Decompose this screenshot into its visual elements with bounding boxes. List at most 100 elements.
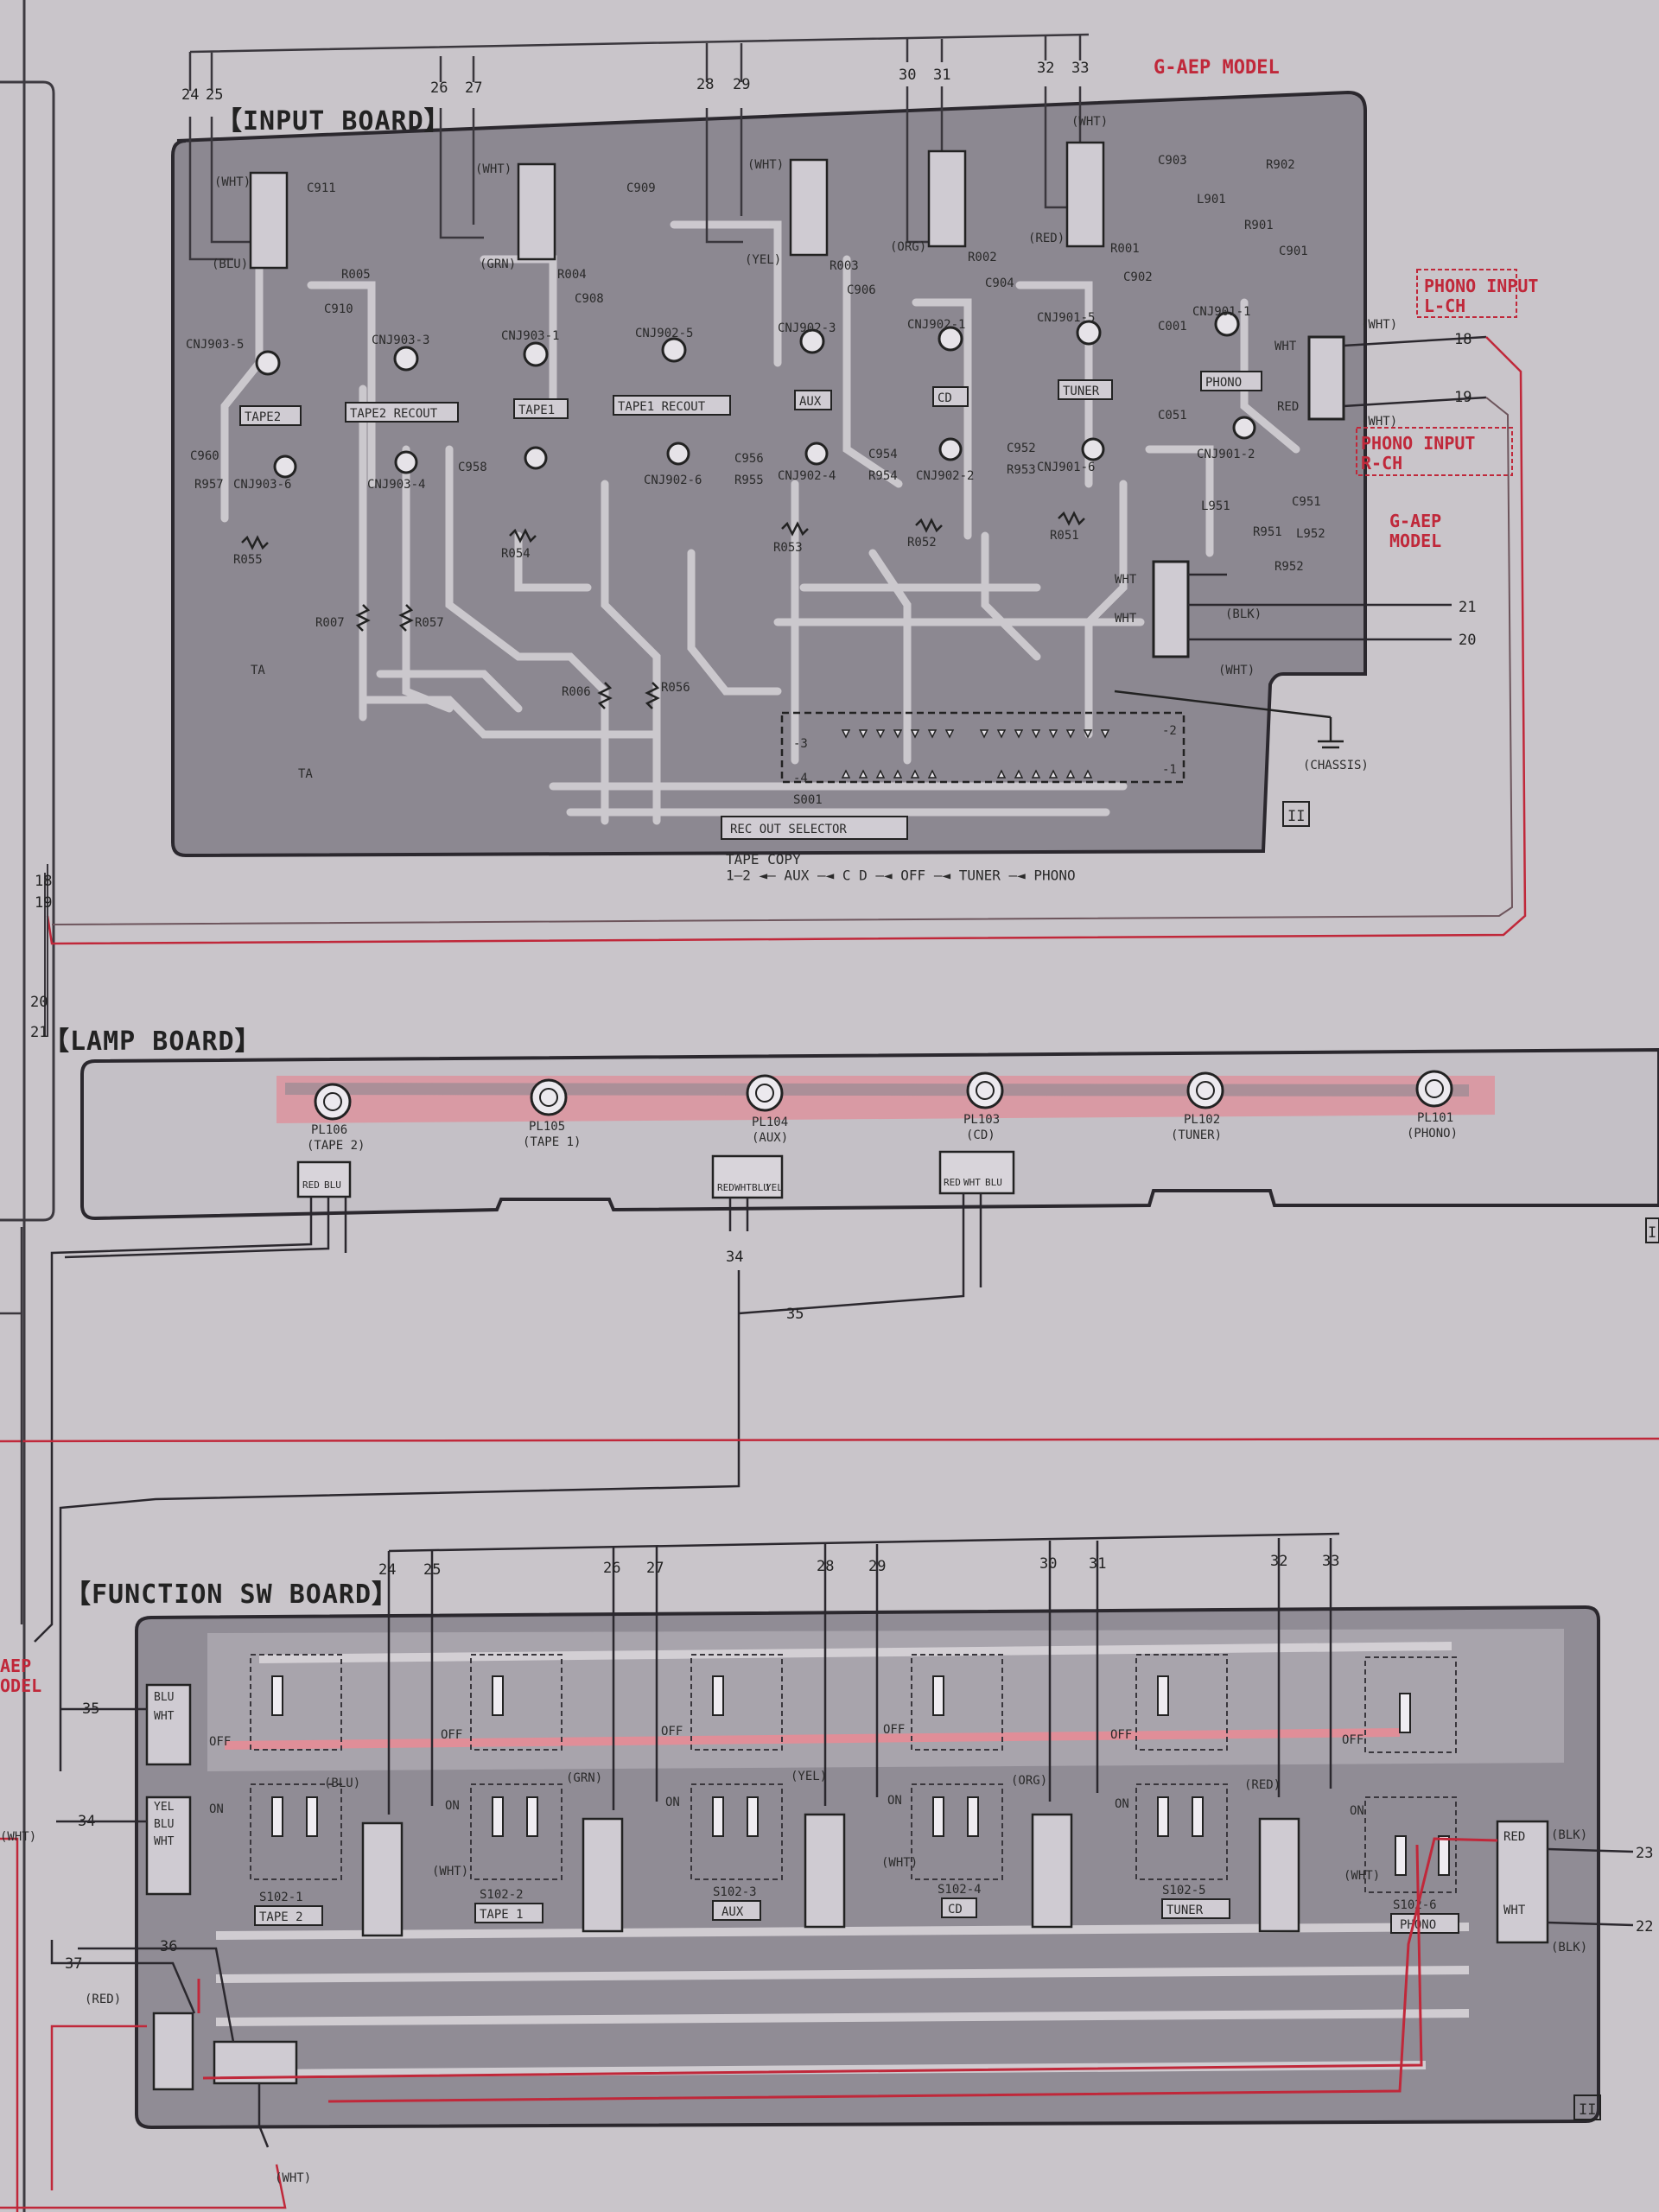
left-red-wire [0, 1837, 19, 2212]
input-connector-color-tags: (WHT) (BLU) (WHT) (GRN) (WHT) (YEL) (ORG… [212, 115, 1397, 677]
switch-part: S102-6 [1393, 1898, 1437, 1912]
part-label: C904 [985, 276, 1014, 290]
input-red-loop-wire [46, 336, 1527, 945]
jack-name: PHONO [1205, 376, 1242, 390]
wire-label: 27 [646, 1560, 664, 1577]
text-line: PHONO INPUT [1424, 276, 1538, 296]
lamp-id: PL106 [311, 1123, 347, 1137]
ta-mark: TA [251, 664, 265, 677]
wire-label: 26 [430, 79, 448, 97]
selector-contacts [841, 729, 1110, 779]
lamp-wire-numbers: 34 35 [726, 1249, 804, 1323]
input-wire-numbers: 24 25 26 27 28 29 30 31 32 33 [181, 60, 1089, 104]
wire-label: 29 [868, 1558, 886, 1575]
wht-edge-tag: (WHT) [0, 1830, 36, 1844]
part-label: C051 [1158, 409, 1187, 423]
wire-color-tag: (WHT) [747, 158, 784, 172]
part-label: C951 [1292, 495, 1321, 509]
wire-label: 21 [1459, 599, 1476, 616]
pin-color: WHT [734, 1182, 752, 1193]
selector-pin-labels: -3 -4 -2 -1 S001 [793, 724, 1177, 807]
part-label: R003 [830, 259, 859, 273]
part-label: R902 [1266, 158, 1295, 172]
pin-color: RED [1503, 1830, 1525, 1844]
sel-pin: -2 [1162, 724, 1177, 738]
jack-label: CNJ903-3 [372, 334, 429, 347]
on-label: ON [209, 1802, 224, 1816]
pin-color: WHT [154, 1835, 175, 1848]
connector-block [927, 149, 967, 248]
board-mark-box [1282, 801, 1310, 827]
wire-label: 20 [30, 994, 48, 1011]
part-label: R957 [194, 478, 224, 492]
function-right-wire-numbers: 23 22 [1636, 1845, 1653, 1936]
wire-color-tag: (ORG) [890, 240, 926, 254]
switch-part: S102-4 [938, 1883, 982, 1897]
wire-color-tag: (WHT) [1361, 318, 1397, 332]
on-label: ON [665, 1796, 680, 1809]
phono-r-box [1356, 427, 1513, 476]
wire-label: 19 [1454, 389, 1471, 406]
selector-part: S001 [793, 793, 823, 807]
wire-label: 28 [817, 1558, 834, 1575]
pin-color: WHT [1503, 1904, 1526, 1917]
part-label: C909 [626, 181, 656, 195]
lamp-side-mark-box [1645, 1217, 1659, 1243]
wire-label: 32 [1037, 60, 1054, 77]
lamp-id: PL101 [1417, 1111, 1453, 1125]
switch-sections [250, 1654, 1457, 1893]
left-vertical-bus [0, 1227, 23, 1624]
text-line: PHONO INPUT [1361, 433, 1475, 454]
left-wire-numbers: 18 19 20 21 [30, 873, 52, 1041]
input-board-outline [171, 90, 1367, 858]
connector-block [789, 158, 829, 257]
wire-color-tag: (WHT) [475, 162, 512, 176]
pin-color: YEL [154, 1801, 175, 1814]
pin-color: BLU [154, 1818, 174, 1831]
lamp-name: (PHONO) [1407, 1127, 1458, 1141]
connector-block [1065, 141, 1105, 248]
wire-color-tag: (RED) [1028, 232, 1065, 245]
input-resistors [241, 511, 1085, 709]
pin-color: (BLK) [1551, 1828, 1587, 1842]
pin-color: RED [717, 1182, 734, 1193]
part-label: C911 [307, 181, 336, 195]
wire-color-tag: (YEL) [791, 1770, 827, 1783]
rec-out-selector-tag [721, 816, 908, 840]
connector-block [249, 171, 289, 270]
input-jacks-row-l: CNJ903-5 CNJ903-3 CNJ903-1 CNJ902-5 CNJ9… [186, 305, 1250, 376]
lamps: PL106 (TAPE 2) PL105 (TAPE 1) PL104 (AUX… [307, 1070, 1458, 1153]
pin-color: BLU [985, 1177, 1002, 1188]
wht-tag: (WHT) [881, 1856, 918, 1870]
off-on-labels: OFF ON OFF ON OFF ON OFF ON OFF ON OFF O… [209, 1723, 1364, 1818]
wire-label: 28 [696, 76, 714, 93]
part-label: C908 [575, 292, 604, 306]
function-right-wires [1547, 1847, 1634, 1927]
part-label: R057 [415, 616, 444, 630]
wire-label: 25 [423, 1561, 441, 1579]
off-label: OFF [661, 1725, 683, 1738]
lamp-id: PL102 [1184, 1113, 1220, 1127]
wire-label: 24 [181, 86, 199, 104]
off-label: OFF [1110, 1728, 1132, 1742]
wire-label: 33 [1071, 60, 1089, 77]
input-top-buses [188, 33, 1090, 261]
part-label: R901 [1244, 219, 1274, 232]
function-board-mark: II [1579, 2101, 1596, 2119]
wire-color-tag: (BLU) [212, 257, 248, 271]
on-label: ON [1115, 1797, 1129, 1811]
off-label: OFF [1342, 1733, 1363, 1747]
jack-label: CNJ901-6 [1037, 461, 1095, 474]
red-wire-tag: (RED) [85, 1993, 121, 2006]
jack-label: CNJ902-6 [644, 474, 702, 487]
off-label: OFF [441, 1728, 462, 1742]
input-small-connectors [249, 141, 1105, 270]
wire-label: 30 [899, 67, 916, 84]
lamp-name: (TAPE 2) [307, 1139, 365, 1153]
part-label: L952 [1296, 527, 1325, 541]
